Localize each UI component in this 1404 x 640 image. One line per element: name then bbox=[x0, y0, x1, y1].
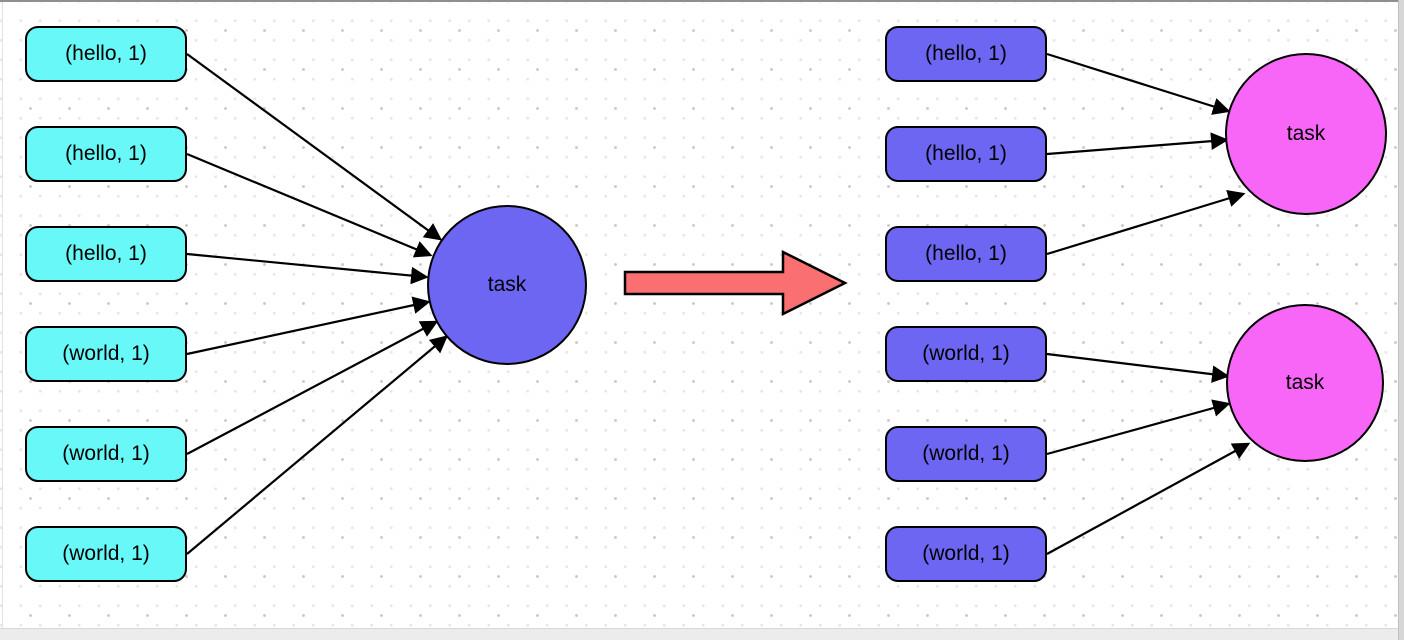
input-box-right-1[interactable]: (hello, 1) bbox=[885, 26, 1047, 82]
edge-right-world-1 bbox=[1046, 352, 1230, 383]
edge-right-hello-1 bbox=[1046, 52, 1231, 115]
edge-left-4 bbox=[186, 296, 431, 356]
edge-right-world-3 bbox=[1046, 442, 1251, 555]
window-left-edge bbox=[2, 2, 3, 640]
edge-right-hello-2 bbox=[1046, 132, 1229, 156]
edge-right-hello-3 bbox=[1046, 189, 1246, 256]
edge-right-world-2 bbox=[1046, 399, 1231, 456]
edge-left-3 bbox=[186, 252, 429, 285]
input-box-left-5[interactable]: (world, 1) bbox=[25, 426, 187, 482]
transform-arrow-icon[interactable] bbox=[623, 249, 848, 317]
input-box-left-2[interactable]: (hello, 1) bbox=[25, 126, 187, 182]
task-circle-left[interactable]: task bbox=[427, 205, 587, 365]
input-box-left-4[interactable]: (world, 1) bbox=[25, 326, 187, 382]
input-box-right-2[interactable]: (hello, 1) bbox=[885, 126, 1047, 182]
input-box-right-5[interactable]: (world, 1) bbox=[885, 426, 1047, 482]
input-box-left-1[interactable]: (hello, 1) bbox=[25, 26, 187, 82]
edge-left-6 bbox=[186, 335, 449, 555]
input-box-right-6[interactable]: (world, 1) bbox=[885, 526, 1047, 582]
window-right-edge[interactable] bbox=[1398, 0, 1404, 640]
task-circle-right-top[interactable]: task bbox=[1225, 53, 1387, 215]
window-top-edge bbox=[0, 0, 1398, 2]
edge-left-2 bbox=[186, 152, 433, 258]
edge-left-5 bbox=[186, 320, 439, 455]
input-box-left-3[interactable]: (hello, 1) bbox=[25, 226, 187, 282]
input-box-left-6[interactable]: (world, 1) bbox=[25, 526, 187, 582]
input-box-right-3[interactable]: (hello, 1) bbox=[885, 226, 1047, 282]
edge-left-1 bbox=[186, 53, 443, 241]
input-box-right-4[interactable]: (world, 1) bbox=[885, 326, 1047, 382]
task-circle-right-bottom[interactable]: task bbox=[1226, 304, 1384, 462]
window-bottom-edge[interactable] bbox=[0, 628, 1398, 640]
